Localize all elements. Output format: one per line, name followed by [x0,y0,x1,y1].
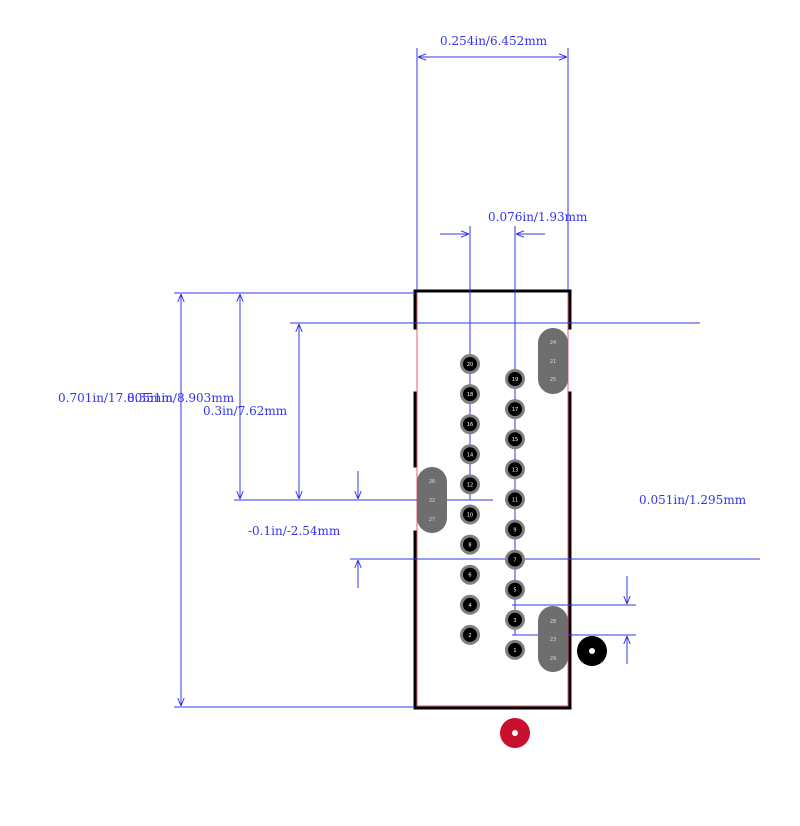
pin-9: 9 [505,519,525,540]
pin-label: 17 [512,407,518,413]
pin-label: 7 [513,558,516,564]
pin-10: 10 [460,504,480,525]
pin-label: 14 [467,452,473,458]
dim-overlap-label: 0.351in/8.903mm [127,391,235,405]
mount-slot-top-right: 24 21 25 [538,328,568,394]
mount-label: 21 [550,359,556,365]
pin-column-left: 20 18 16 14 12 10 8 6 4 2 [460,354,480,645]
dim-top-width-label: 0.254in/6.452mm [440,34,548,48]
pin-label: 2 [468,633,471,639]
pin-12: 12 [460,474,480,495]
pin-label: 1 [513,648,516,654]
pin-label: 9 [513,528,516,534]
pin-17: 17 [505,399,525,420]
body-outline [413,289,572,710]
pin-8: 8 [460,534,480,555]
pin-18: 18 [460,384,480,405]
pin-label: 13 [512,467,518,473]
dimension-lines [174,48,760,708]
pin-15: 15 [505,429,525,450]
mount-slot-left: 26 22 27 [417,467,447,533]
pin-19: 19 [505,369,525,389]
origin-marker [500,718,530,748]
mount-label: 22 [429,498,435,504]
pin-label: 11 [512,497,518,503]
pin-label: 19 [512,377,518,383]
pin-column-right: 19 17 15 13 11 9 7 5 3 1 [505,369,525,660]
pin1-reference-marker [577,636,607,666]
pin-label: 10 [467,513,473,519]
mount-label: 26 [429,479,435,485]
pin-16: 16 [460,414,480,435]
pin-20: 20 [460,354,480,374]
pin-label: 5 [513,588,516,594]
dim-total-height-label: 0.701in/17.805mm [58,391,173,405]
pin-label: 6 [468,573,471,579]
pin-14: 14 [460,444,480,465]
dim-row-span-label: 0.3in/7.62mm [203,404,288,418]
pin-label: 15 [512,437,518,443]
pin-3: 3 [505,609,525,630]
pin-13: 13 [505,459,525,480]
pin-5: 5 [505,579,525,600]
pin-label: 16 [467,422,473,428]
mount-label: 27 [429,517,435,523]
pin-label: 3 [513,618,516,624]
mount-label: 23 [550,637,556,643]
pin-2: 2 [460,624,480,645]
mount-label: 24 [550,340,556,346]
pin-label: 4 [468,603,471,609]
pin-label: 18 [467,392,473,398]
pin-label: 20 [467,362,473,368]
pin-label: 12 [467,482,473,488]
pin-7: 7 [505,549,525,570]
dim-pad-offset-label: 0.051in/1.295mm [639,493,747,507]
mount-label: 25 [550,377,556,383]
pin-6: 6 [460,564,480,585]
pin-1: 1 [505,639,525,660]
dim-offset-label: -0.1in/-2.54mm [248,524,341,538]
mount-label: 28 [550,619,556,625]
dim-pitch-label: 0.076in/1.93mm [488,210,588,224]
mount-slot-bottom-right: 28 23 29 [538,606,568,672]
pin-label: 8 [468,543,471,549]
mount-label: 29 [550,656,556,662]
pin-4: 4 [460,594,480,615]
pin-11: 11 [505,489,525,510]
